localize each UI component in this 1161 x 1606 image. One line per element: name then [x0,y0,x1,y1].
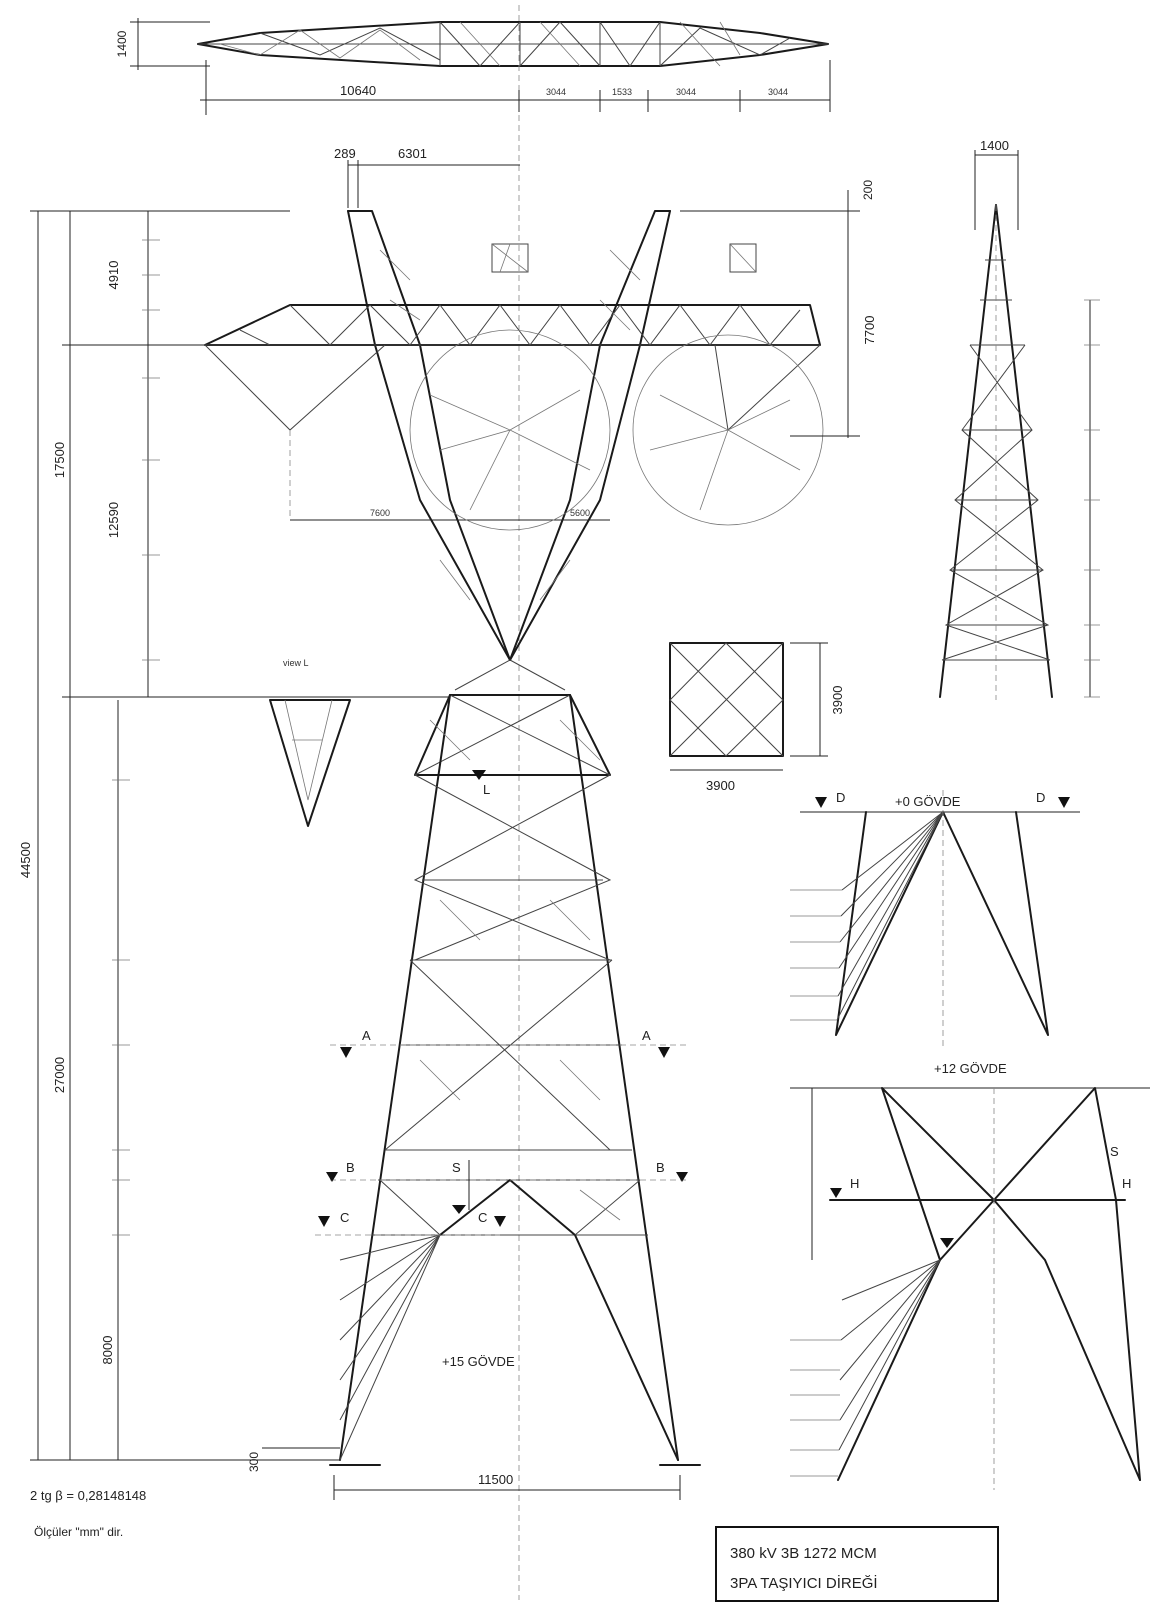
gov-0-detail: +0 GÖVDE D D [790,790,1080,1050]
left-dimension-chain: 44500 17500 4910 12590 27000 8000 300 [18,210,450,1472]
arm-span2-label: 5600 [570,508,590,518]
upper-mid-label: 12590 [106,502,121,538]
peak-span-label: 6301 [398,146,427,161]
gov-12-mark-s: S [1110,1144,1119,1159]
square-height-label: 3900 [830,686,845,715]
peak-offset-label: 289 [334,146,356,161]
upper-height-label: 17500 [52,442,67,478]
arm-span-label: 7600 [370,508,390,518]
section-d-right: D [1036,790,1045,805]
top-view-height-label: 1400 [115,30,129,57]
units-note: Ölçüler "mm" dir. [34,1525,123,1539]
base-offset-label: 300 [247,1452,261,1472]
section-c-left: C [340,1210,349,1225]
top-view-seg3-label: 3044 [676,87,696,97]
top-view-seg2-label: 1533 [612,87,632,97]
section-b-left: B [346,1160,355,1175]
gov-0-label: +0 GÖVDE [895,794,961,809]
notes: 2 tg β = 0,28148148 Ölçüler "mm" dir. [30,1488,146,1539]
main-tower-front-view: 289 6301 7600 5600 [204,146,824,1500]
square-section: 3900 3900 [669,642,845,793]
gov-12-detail: +12 GÖVDE H H S [790,1061,1150,1490]
section-b-right: B [656,1160,665,1175]
section-h-right: H [1122,1176,1131,1191]
gov-15-label: +15 GÖVDE [442,1354,515,1369]
title-block: 380 kV 3B 1272 MCM 3PA TAŞIYICI DİREĞİ [715,1526,999,1602]
view-l-label: view L [283,658,309,668]
mark-l: L [483,782,490,797]
section-h-left: H [850,1176,859,1191]
formula-note: 2 tg β = 0,28148148 [30,1488,146,1503]
peak-drop-label: 200 [861,180,875,200]
base-width-label: 11500 [478,1472,513,1487]
top-view-seg4-label: 3044 [768,87,788,97]
mark-s: S [452,1160,461,1175]
square-width-label: 3900 [706,778,735,793]
section-d-left: D [836,790,845,805]
top-view-seg1-label: 3044 [546,87,566,97]
gov-12-label: +12 GÖVDE [934,1061,1007,1076]
title-line-1: 380 kV 3B 1272 MCM [730,1545,877,1562]
title-line-2: 3PA TAŞIYICI DİREĞİ [730,1574,878,1592]
side-view: 1400 [939,138,1100,700]
upper-top-label: 4910 [106,261,121,290]
right-drop-label: 7700 [862,316,877,345]
total-height-label: 44500 [18,842,33,878]
right-drop-dimensions: 200 7700 [680,180,877,438]
top-plan-view: 1400 10640 3044 1533 3044 3044 [115,5,831,1600]
side-top-width-label: 1400 [980,138,1009,153]
top-view-width-label: 10640 [340,83,376,98]
base-height-label: 8000 [100,1336,115,1365]
section-a-right: A [642,1028,651,1043]
section-c-right: C [478,1210,487,1225]
view-l-detail: view L [269,658,351,827]
lower-height-label: 27000 [52,1057,67,1093]
section-a-left: A [362,1028,371,1043]
